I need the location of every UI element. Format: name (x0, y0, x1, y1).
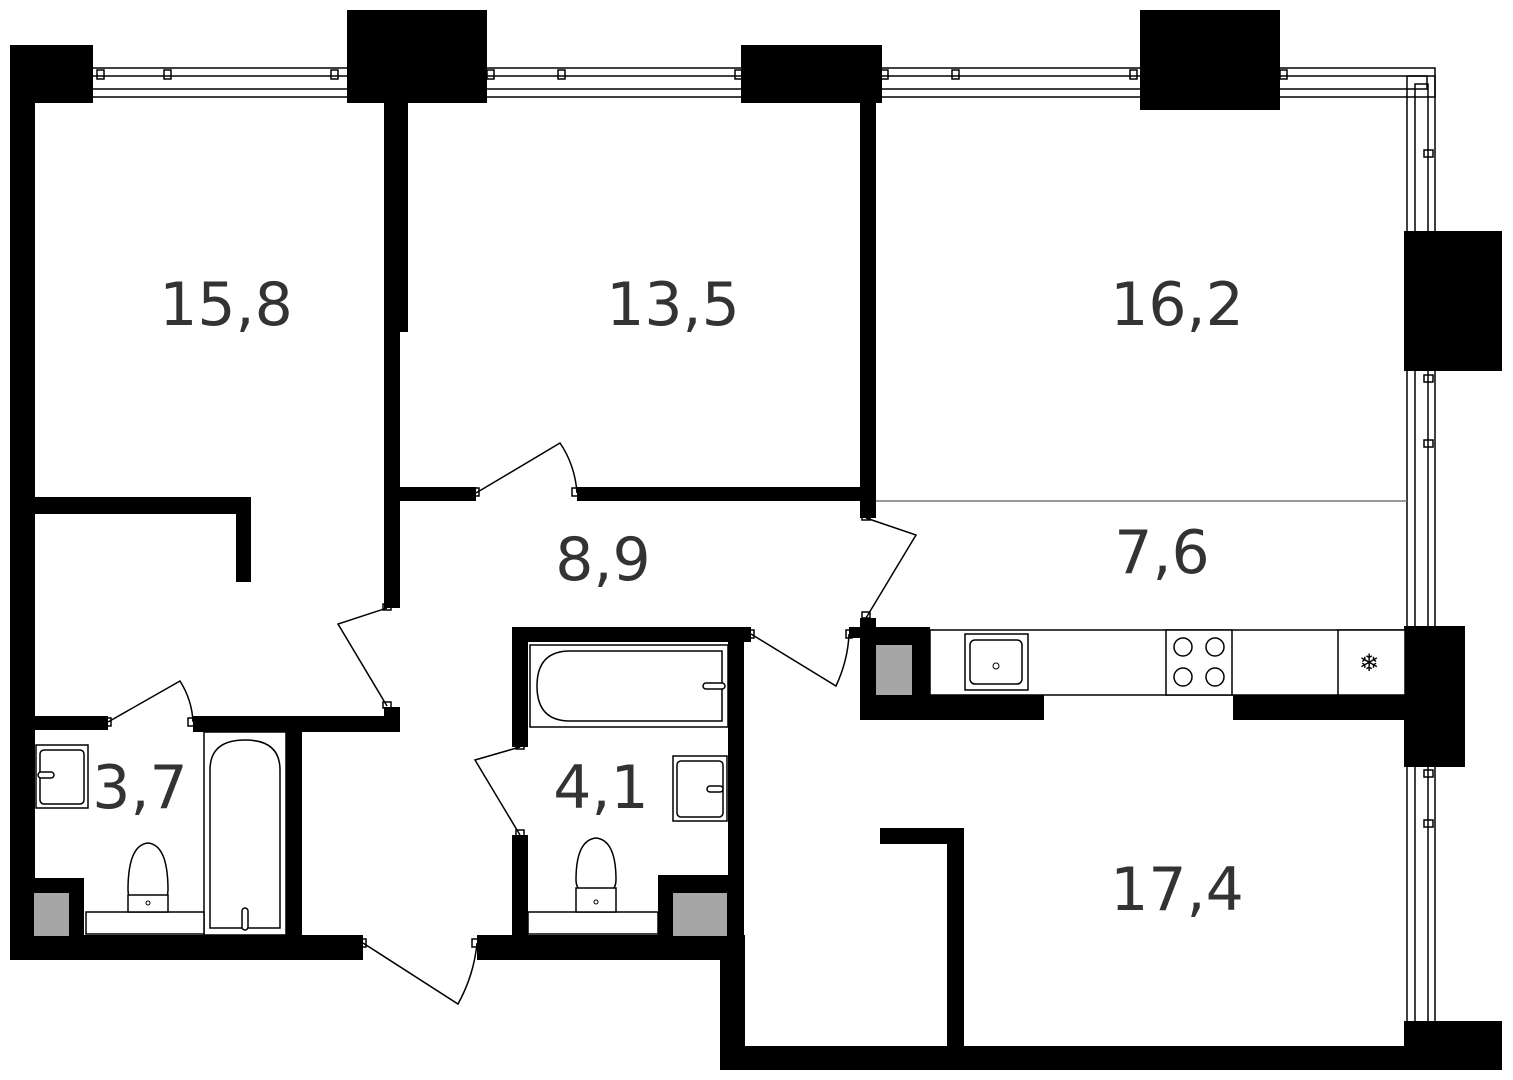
room-area-bedroom-middle: 13,5 (606, 270, 740, 340)
room-area-bedroom-left: 15,8 (159, 270, 293, 340)
bathtub-icon (529, 644, 729, 728)
room-area-lower-right: 17,4 (1110, 855, 1244, 925)
toilet-icon (85, 842, 205, 935)
sink-icon (35, 744, 89, 809)
room-area-bathroom-left: 3,7 (92, 753, 187, 823)
room-area-kitchen: 7,6 (1114, 518, 1209, 588)
svg-text:❄: ❄ (1359, 649, 1379, 677)
shafts (34, 645, 912, 936)
snowflake-icon: ❄ (1337, 629, 1406, 696)
sink-icon (672, 755, 728, 822)
stove-icon (1165, 629, 1233, 696)
room-area-living-room: 16,2 (1110, 270, 1244, 340)
room-labels: 15,8 13,5 16,2 8,9 7,6 3,7 4,1 17,4 (92, 270, 1244, 925)
bathroom-left-fixtures (35, 731, 287, 936)
toilet-icon (527, 837, 659, 935)
bathroom-middle-fixtures (527, 644, 729, 935)
doors (104, 441, 918, 1006)
bathtub-icon (203, 731, 287, 936)
room-area-bathroom-middle: 4,1 (553, 753, 648, 823)
room-area-hallway: 8,9 (555, 525, 650, 595)
kitchen-counter: ❄ (929, 629, 1406, 696)
